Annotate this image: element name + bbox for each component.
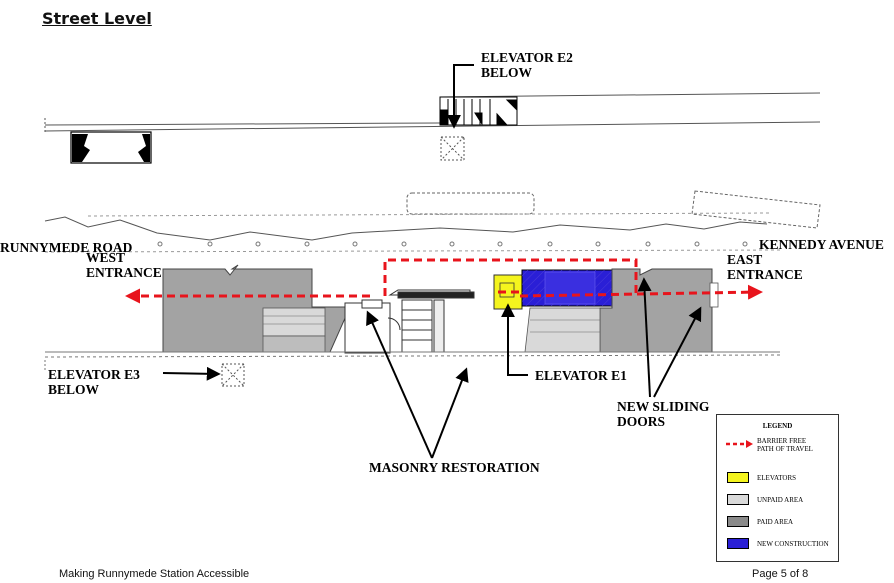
center-corridor	[344, 289, 475, 354]
legend-unpaid-swatch	[727, 494, 749, 505]
legend-new-construction-swatch	[727, 538, 749, 549]
east-building	[524, 268, 719, 353]
elevator-e2-box	[440, 136, 465, 161]
footer-document-title: Making Runnymede Station Accessible	[59, 568, 250, 580]
dashed-sidewalk	[44, 212, 781, 253]
upper-street-lines	[44, 92, 821, 133]
masonry-restoration-label: MASONRY RESTORATION	[369, 460, 540, 475]
legend-unpaid-label: UNPAID AREA	[757, 496, 804, 504]
bench-structure-left	[70, 131, 152, 164]
legend: LEGEND BARRIER FREE PATH OF TRAVEL ELEVA…	[716, 414, 839, 562]
new-construction	[521, 269, 613, 307]
stair-structure-e2	[439, 96, 518, 126]
page-title: Street Level	[42, 9, 152, 28]
legend-elevator-label: ELEVATORS	[757, 474, 797, 482]
elevator-e3-label: ELEVATOR E3 BELOW	[48, 367, 140, 397]
elevator-e2-label: ELEVATOR E2 BELOW	[481, 50, 573, 80]
runnymede-road-label: RUNNYMEDE ROAD	[0, 240, 133, 255]
legend-paid-swatch	[727, 516, 749, 527]
lower-sidewalk	[44, 351, 781, 370]
bollards	[157, 241, 748, 247]
west-building	[162, 264, 351, 353]
footer-page-number: Page 5 of 8	[752, 568, 809, 580]
legend-title: LEGEND	[762, 422, 793, 430]
legend-path-label: BARRIER FREE PATH OF TRAVEL	[757, 437, 813, 453]
bus-shelters	[406, 190, 821, 229]
barrier-free-path	[125, 258, 763, 304]
elevator-e3-box	[221, 363, 245, 387]
zigzag-line	[44, 216, 768, 241]
east-entrance-label: EAST ENTRANCE	[727, 252, 803, 282]
kennedy-avenue-label: KENNEDY AVENUE	[759, 237, 884, 252]
elevator-e1-label: ELEVATOR E1	[535, 368, 627, 383]
legend-path-swatch	[726, 440, 753, 448]
callout-arrows	[162, 64, 702, 459]
legend-new-construction-label: NEW CONSTRUCTION	[757, 540, 829, 548]
legend-elevator-swatch	[727, 472, 749, 483]
west-entrance-label: WEST ENTRANCE	[86, 250, 162, 280]
legend-paid-label: PAID AREA	[757, 518, 794, 526]
new-sliding-doors-label: NEW SLIDING DOORS	[617, 399, 710, 429]
